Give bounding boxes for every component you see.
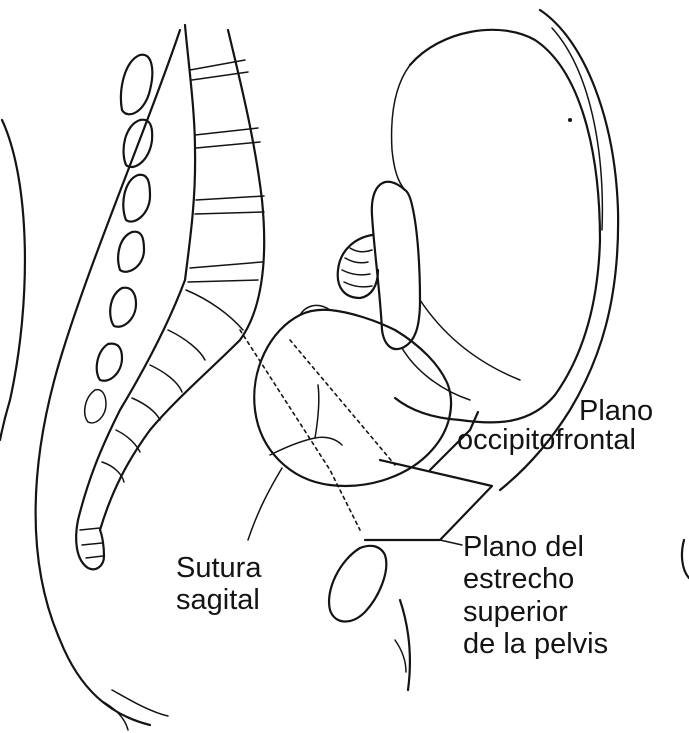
pelvic-inlet-plane [365, 460, 492, 540]
label-plano-estrecho-superior: Plano del estrecho superior de la pelvis [463, 531, 608, 661]
fetal-dot [568, 118, 572, 122]
left-body-contour [0, 120, 25, 440]
right-edge-fragment [682, 540, 689, 578]
fetal-body [395, 30, 600, 423]
posterior-body-outline [36, 30, 180, 725]
abdominal-inner-line [552, 28, 602, 230]
spinal-column [76, 25, 264, 569]
pubic-symphysis [329, 546, 386, 622]
label-sutura-sagital: Sutura sagital [176, 552, 261, 617]
fetal-back-inner [392, 65, 410, 190]
label-plano-occipitofrontal: Plano occipitofrontal [457, 397, 653, 455]
perineum-lines [100, 690, 168, 730]
fetal-hand [338, 235, 378, 298]
inlet-leader-line [440, 540, 462, 545]
sagittal-suture-line [240, 330, 360, 530]
fetal-limb [372, 182, 420, 349]
lower-anterior-contour [400, 600, 410, 690]
sutura-leader-line [248, 468, 282, 540]
occipitofrontal-plane-dash [290, 340, 395, 465]
sacral-vertebra-outlines [85, 55, 153, 423]
suture-lines [270, 437, 342, 455]
